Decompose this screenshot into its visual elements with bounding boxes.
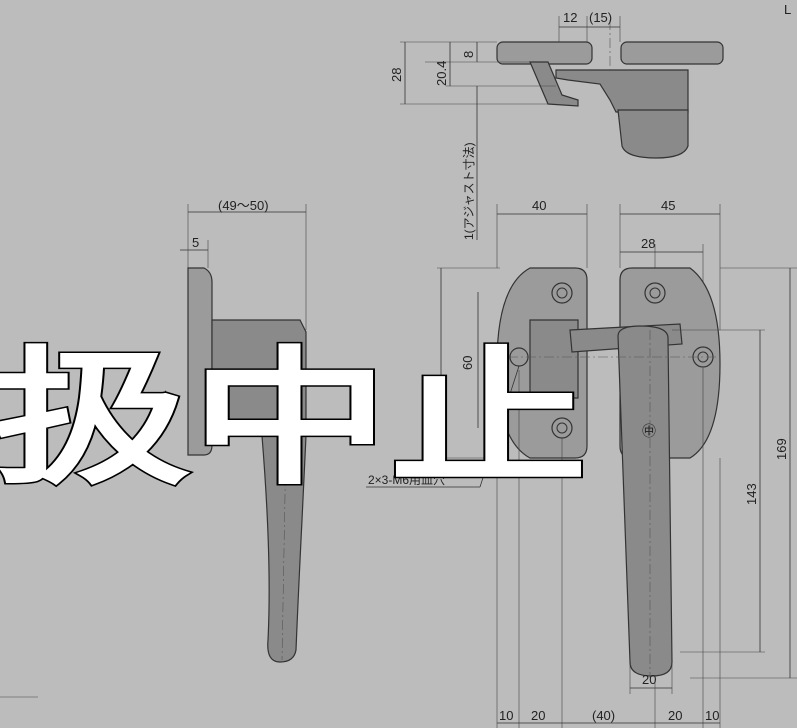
dim-height-28: 28	[389, 68, 404, 82]
top-handle-grip	[617, 109, 689, 159]
side-view: (49～50) 5	[180, 198, 307, 663]
side-neck	[211, 319, 307, 437]
dim-adjust-note: 1(アジャスト寸法)	[462, 142, 476, 240]
side-base-plate	[187, 267, 213, 456]
dim-side-49-50: (49～50)	[218, 198, 269, 213]
dim-height-8: 8	[461, 51, 476, 58]
top-base-plate-left	[496, 41, 593, 65]
discontinued-stamp: 扱中止	[0, 333, 588, 505]
dim-bottom-20b: 20	[668, 708, 682, 723]
dim-height-169: 169	[774, 438, 789, 460]
top-view: 12 (15) 28 20.4 8 1(アジャスト寸法)	[389, 10, 724, 240]
note-countersunk-holes: 2×3-M6用皿穴	[368, 472, 445, 487]
dim-bottom-10a: 10	[499, 708, 513, 723]
dim-handle-width-20: 20	[642, 672, 656, 687]
top-latch-hook	[529, 61, 579, 107]
dim-bottom-40: (40)	[592, 708, 615, 723]
dim-top-15: (15)	[589, 10, 612, 25]
dim-height-60: 60	[460, 356, 475, 370]
front-catch	[529, 319, 579, 399]
top-handle-neck	[555, 69, 689, 113]
dim-side-5: 5	[192, 235, 199, 250]
dim-width-28: 28	[641, 236, 655, 251]
front-handle-lever	[617, 325, 673, 677]
top-base-plate-right	[620, 41, 724, 65]
dim-width-45: 45	[661, 198, 675, 213]
front-view: 40 45 28 60 ㊥ 143 169	[366, 198, 797, 728]
handle-emblem: ㊥	[642, 423, 656, 439]
dim-height-20-4: 20.4	[434, 61, 449, 86]
dim-bottom-20a: 20	[531, 708, 545, 723]
dim-height-143: 143	[744, 483, 759, 505]
dim-top-12: 12	[563, 10, 577, 25]
dim-width-40: 40	[532, 198, 546, 213]
corner-mark: L	[784, 2, 791, 17]
dim-bottom-10b: 10	[705, 708, 719, 723]
